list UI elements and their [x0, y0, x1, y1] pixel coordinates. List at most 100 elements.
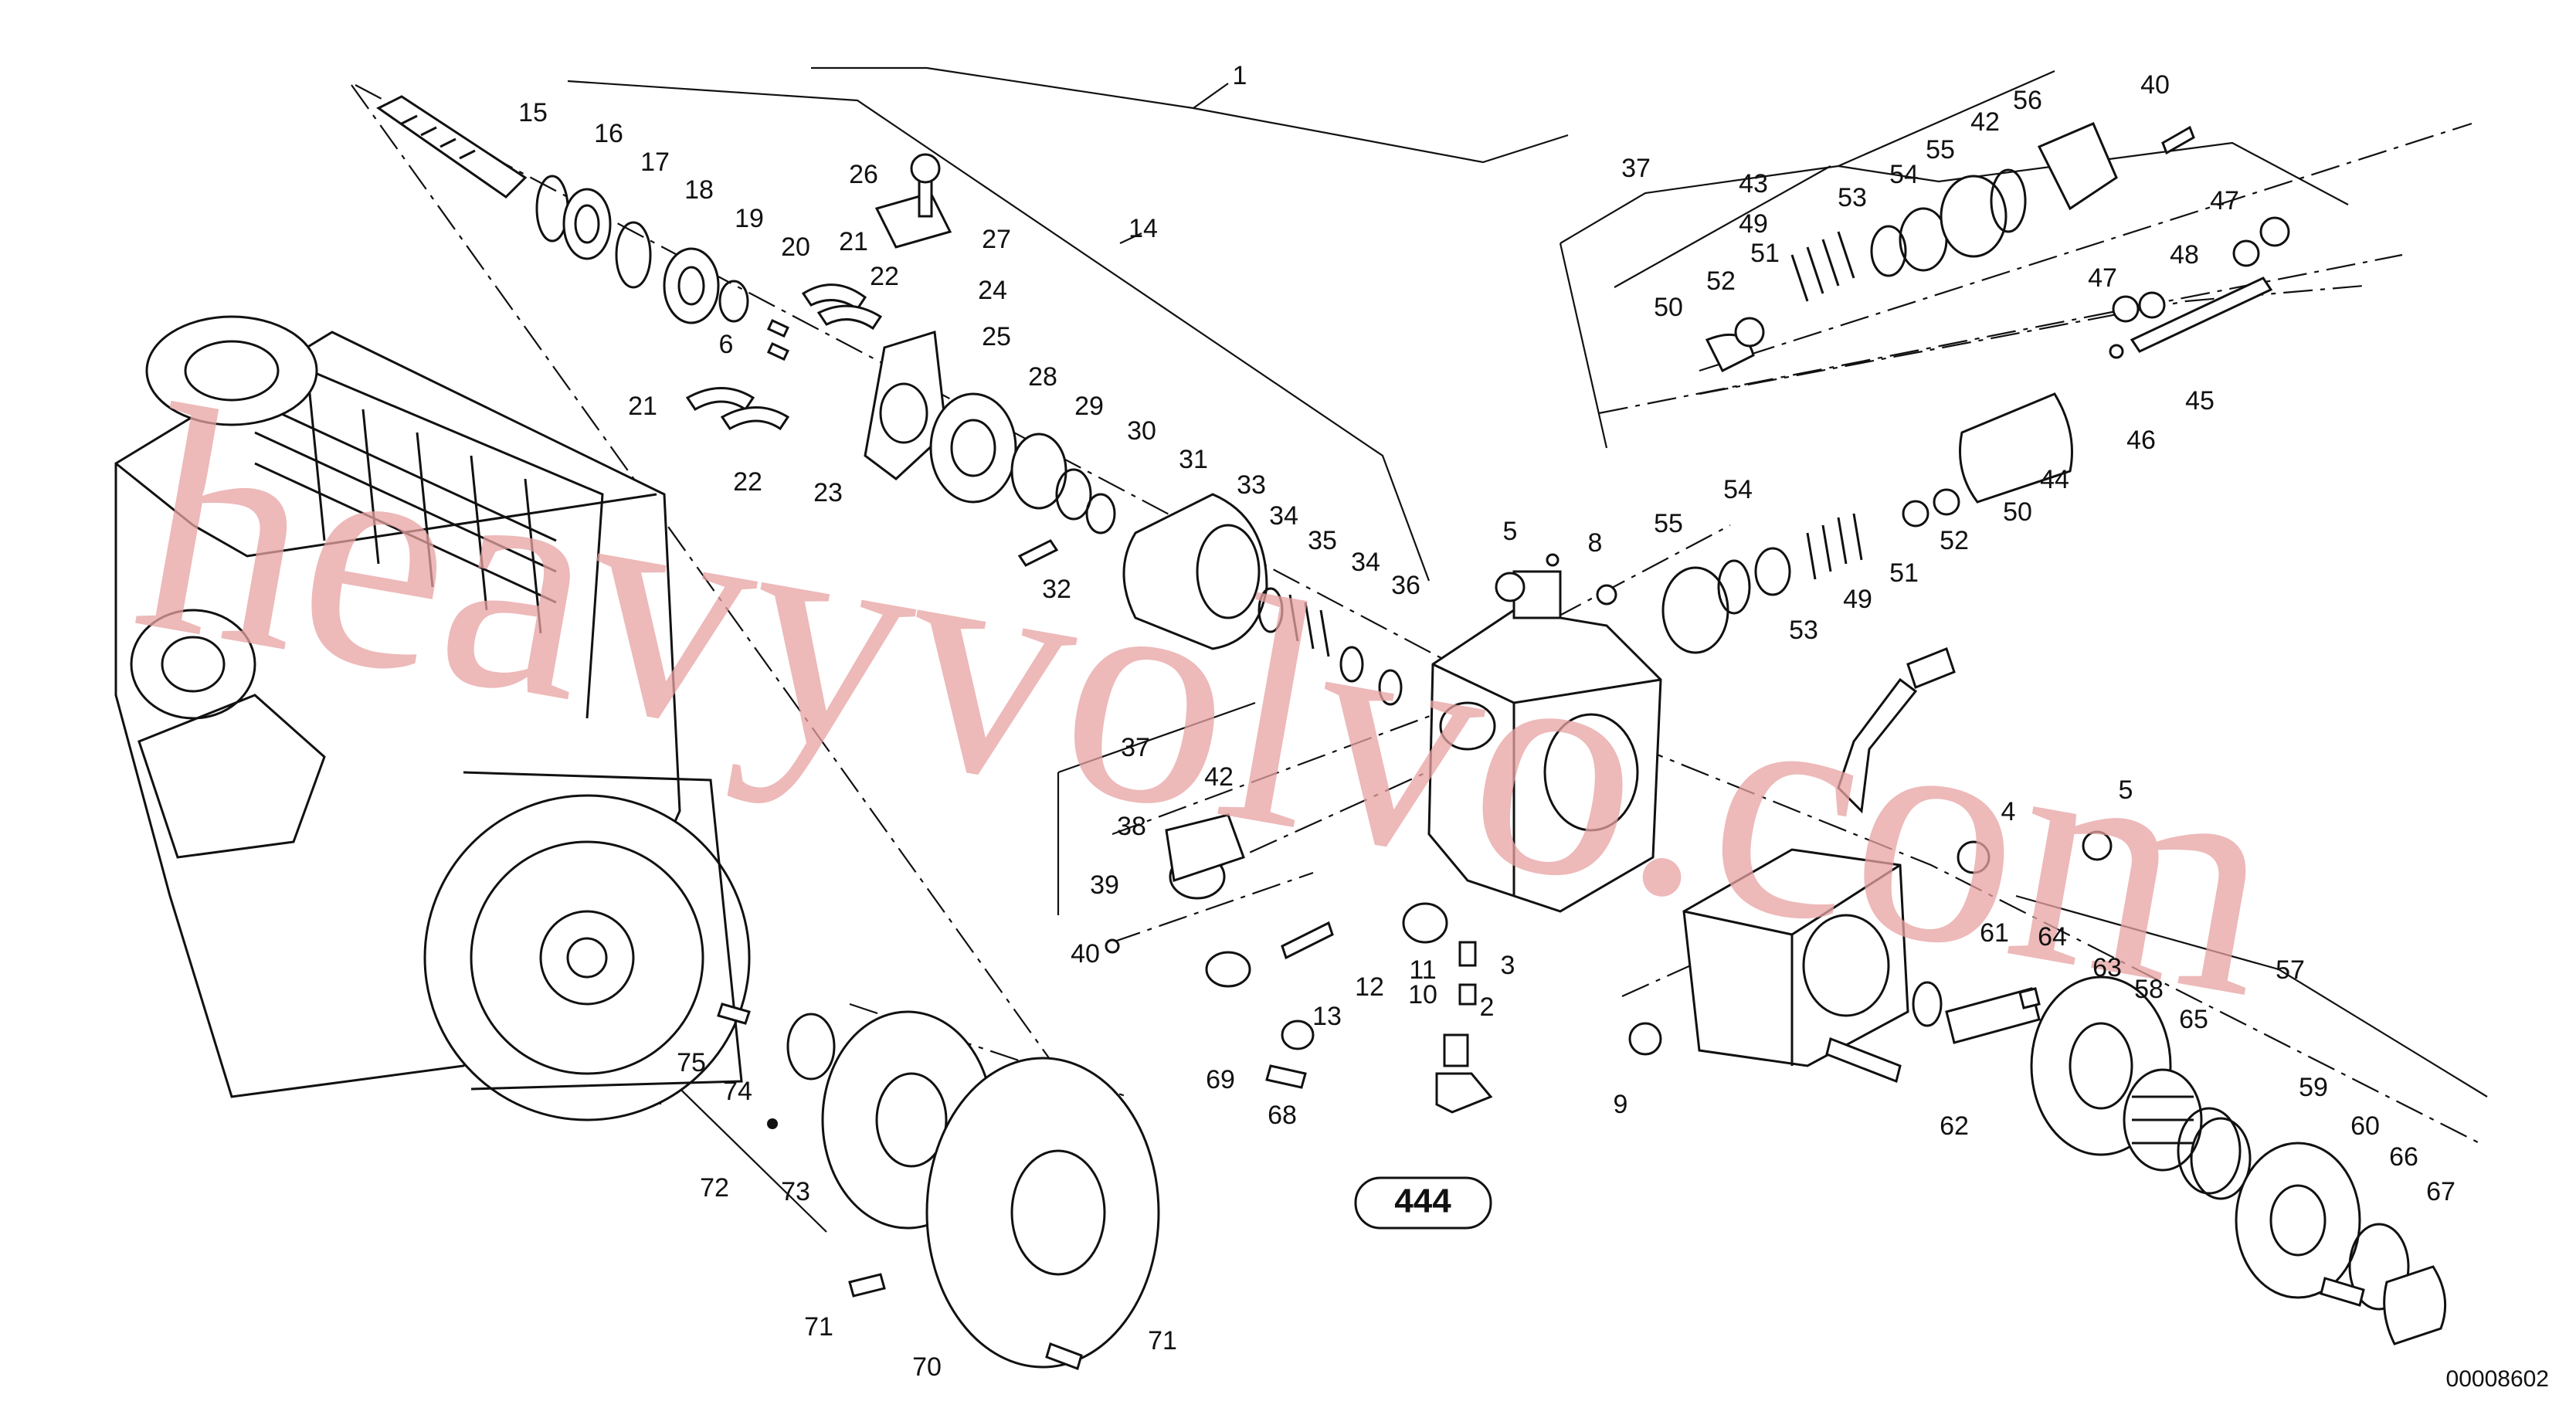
callout-37: 37: [1621, 154, 1651, 183]
control-valve-assembly: [1661, 122, 2290, 654]
callout-54: 54: [1723, 475, 1753, 504]
callout-71: 71: [1148, 1326, 1177, 1355]
callout-34: 34: [1351, 548, 1380, 577]
callout-1: 1: [1233, 61, 1247, 90]
callout-47: 47: [2088, 263, 2117, 293]
callout-59: 59: [2299, 1073, 2328, 1102]
callout-35: 35: [1308, 526, 1337, 555]
callout-18: 18: [684, 175, 714, 205]
callout-46: 46: [2126, 426, 2156, 455]
callout-3: 3: [1501, 951, 1515, 980]
callout-15: 15: [518, 98, 548, 127]
spool-sleeve-icon: [1959, 392, 2073, 504]
callout-65: 65: [2179, 1005, 2208, 1034]
callout-2: 2: [1480, 992, 1495, 1022]
callout-71: 71: [804, 1312, 833, 1342]
callout-34: 34: [1269, 501, 1298, 531]
callout-45: 45: [2185, 386, 2215, 416]
reference-tag: 444: [1354, 1176, 1492, 1230]
callout-24: 24: [978, 276, 1007, 305]
callout-74: 74: [723, 1077, 752, 1106]
callout-54: 54: [1889, 160, 1919, 189]
callout-52: 52: [1706, 266, 1736, 296]
flywheel-housing-icon: [423, 794, 751, 1121]
callout-47: 47: [2210, 186, 2239, 215]
callout-42: 42: [1204, 762, 1234, 792]
callout-26: 26: [849, 160, 878, 189]
coupling-plate-icon: [925, 1057, 1160, 1369]
callout-48: 48: [2170, 240, 2199, 270]
callout-20: 20: [781, 232, 810, 262]
callout-57: 57: [2276, 955, 2305, 985]
cylinder-block-icon: [1122, 493, 1268, 650]
callout-25: 25: [982, 322, 1011, 351]
callout-8: 8: [1588, 528, 1603, 558]
callout-36: 36: [1391, 571, 1420, 600]
callout-70: 70: [912, 1352, 942, 1382]
callout-39: 39: [1090, 870, 1119, 900]
callout-14: 14: [1128, 214, 1158, 243]
reference-tag-label: 444: [1394, 1182, 1451, 1220]
callout-33: 33: [1237, 470, 1266, 500]
callout-72: 72: [700, 1173, 729, 1203]
callout-23: 23: [813, 478, 843, 507]
callout-17: 17: [640, 148, 670, 177]
valve-block: [1435, 647, 2113, 1114]
callout-49: 49: [1739, 209, 1768, 239]
callout-51: 51: [1750, 239, 1780, 268]
callout-53: 53: [1838, 183, 1867, 212]
swash-plate-icon: [864, 331, 948, 480]
callout-42: 42: [1970, 107, 2000, 137]
callout-5: 5: [2119, 775, 2133, 805]
callout-40: 40: [1071, 939, 1100, 969]
callout-62: 62: [1940, 1111, 1969, 1141]
callout-31: 31: [1179, 445, 1208, 474]
callout-55: 55: [1926, 135, 1955, 165]
cap-icon: [2037, 122, 2118, 211]
callout-22: 22: [733, 467, 762, 497]
callout-12: 12: [1355, 972, 1384, 1002]
swash-plate-assembly: [864, 153, 1403, 706]
callout-30: 30: [1127, 416, 1156, 446]
callout-6: 6: [719, 330, 734, 359]
callout-56: 56: [2013, 86, 2042, 115]
callout-44: 44: [2040, 465, 2069, 494]
callout-22: 22: [870, 262, 899, 291]
drawing-id: 00008602: [2446, 1366, 2549, 1392]
callout-61: 61: [1980, 918, 2009, 948]
callout-51: 51: [1889, 558, 1919, 588]
callout-9: 9: [1614, 1090, 1628, 1119]
drive-shaft-assembly: [376, 95, 883, 431]
callout-53: 53: [1789, 616, 1818, 645]
fan-pulley-icon: [145, 315, 318, 426]
coupling-assembly: [717, 553, 1560, 1370]
callout-43: 43: [1739, 169, 1768, 198]
callout-75: 75: [677, 1048, 706, 1077]
callout-32: 32: [1042, 575, 1071, 604]
pump-shaft-icon: [1945, 987, 2041, 1044]
callout-37: 37: [1121, 733, 1150, 762]
callout-58: 58: [2134, 975, 2164, 1004]
callout-19: 19: [735, 204, 764, 233]
callout-67: 67: [2426, 1177, 2456, 1206]
charge-pump-assembly: [1912, 975, 2447, 1345]
callout-60: 60: [2350, 1111, 2380, 1141]
valve-block-icon: [1682, 848, 1909, 1067]
callout-52: 52: [1940, 526, 1969, 555]
shaft-icon: [376, 95, 528, 198]
callout-55: 55: [1654, 509, 1683, 538]
callout-5: 5: [1503, 517, 1518, 546]
callout-64: 64: [2038, 922, 2067, 952]
callout-68: 68: [1268, 1101, 1297, 1130]
callout-50: 50: [2003, 497, 2032, 527]
callout-40: 40: [2140, 70, 2170, 100]
spool-rod-icon: [2130, 277, 2273, 353]
pump-housing: [1402, 570, 1662, 1006]
callout-27: 27: [982, 225, 1011, 254]
callout-63: 63: [2092, 953, 2122, 982]
callout-29: 29: [1074, 392, 1104, 421]
callout-13: 13: [1312, 1002, 1342, 1031]
